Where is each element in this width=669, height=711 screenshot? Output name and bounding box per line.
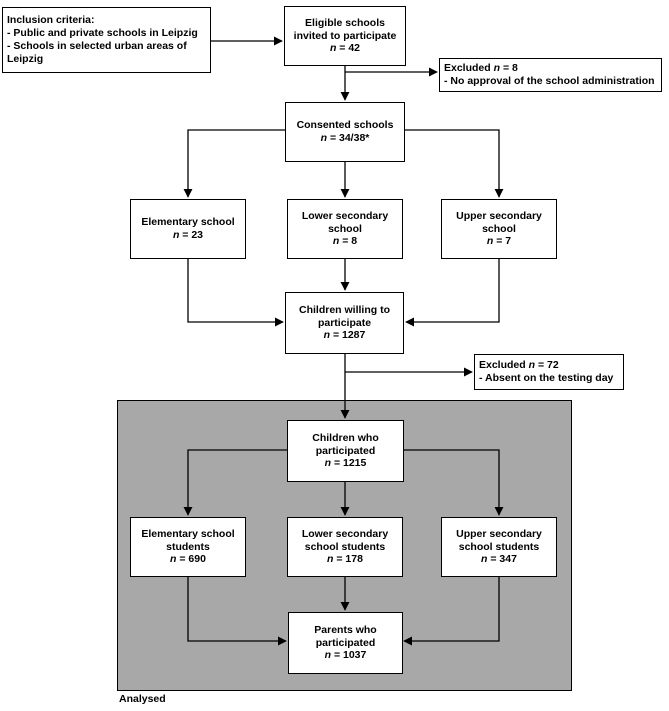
n-symbol: n: [320, 132, 328, 144]
excluded-children-count: Excluded n = 72: [479, 359, 559, 372]
eligible-schools-box: Eligible schools invited to participate …: [284, 6, 406, 66]
n-symbol: n: [332, 235, 340, 248]
eligible-line-1: Eligible schools: [305, 16, 385, 29]
lower-students-line-2: school students: [304, 540, 386, 553]
consented-n: n = 34/38*: [320, 132, 370, 144]
participated-line-2: participated: [315, 444, 376, 457]
upper-secondary-school-box: Upper secondary school n = 7: [441, 199, 557, 259]
inclusion-line-3: Leipzig: [7, 52, 44, 65]
excluded-schools-reason: - No approval of the school administrati…: [444, 75, 655, 87]
lower-school-line-1: Lower secondary: [301, 209, 389, 222]
lower-students-box: Lower secondary school students n = 178: [287, 517, 403, 577]
n-symbol: n: [324, 649, 332, 662]
parents-n: n = 1037: [324, 649, 367, 662]
upper-students-box: Upper secondary school students n = 347: [441, 517, 557, 577]
children-participated-box: Children who participated n = 1215: [287, 420, 404, 482]
parents-line-2: participated: [315, 636, 376, 649]
eligible-n: n = 42: [329, 42, 361, 55]
lower-school-n: n = 8: [332, 235, 358, 248]
elementary-school-box: Elementary school n = 23: [130, 199, 246, 259]
participated-n: n = 1215: [324, 457, 367, 470]
elementary-students-n: n = 690: [170, 553, 206, 566]
elementary-students-line-2: students: [166, 540, 210, 553]
excluded-children-reason: - Absent on the testing day: [479, 372, 614, 384]
n-symbol: n: [486, 235, 494, 248]
willing-n: n = 1287: [323, 329, 366, 342]
excluded-schools-box: Excluded n = 8 - No approval of the scho…: [439, 58, 662, 92]
willing-line-2: participate: [317, 316, 372, 329]
n-symbol: n: [323, 329, 331, 342]
n-symbol: n: [170, 553, 177, 566]
n-symbol: n: [493, 62, 501, 75]
parents-line-1: Parents who: [314, 623, 377, 636]
parents-participated-box: Parents who participated n = 1037: [288, 612, 403, 674]
arrow-consented-to-elementary: [183, 129, 285, 198]
n-symbol: n: [324, 457, 332, 470]
children-willing-box: Children willing to participate n = 1287: [285, 292, 404, 354]
lower-school-line-2: school: [328, 222, 362, 235]
upper-school-n: n = 7: [486, 235, 512, 248]
lower-students-line-1: Lower secondary: [301, 527, 389, 540]
upper-students-line-2: school students: [458, 540, 540, 553]
elementary-school-line-1: Elementary school: [141, 216, 235, 229]
arrow-participated-to-elementary: [183, 449, 287, 516]
inclusion-criteria-box: Inclusion criteria: - Public and private…: [2, 7, 211, 73]
participated-line-1: Children who: [312, 431, 379, 444]
n-symbol: n: [481, 553, 488, 566]
lower-secondary-school-box: Lower secondary school n = 8: [287, 199, 403, 259]
elementary-students-box: Elementary school students n = 690: [130, 517, 246, 577]
arrow-upper-to-willing: [405, 259, 500, 327]
lower-students-n: n = 178: [327, 553, 363, 566]
consented-line-1: Consented schools: [296, 119, 394, 132]
inclusion-title: Inclusion criteria:: [7, 14, 95, 27]
consented-schools-box: Consented schools n = 34/38*: [285, 102, 405, 162]
elementary-students-line-1: Elementary school: [141, 527, 235, 540]
arrow-consented-to-upper: [405, 129, 504, 198]
arrow-elementary-to-willing: [187, 259, 284, 327]
n-symbol: n: [327, 553, 334, 566]
arrow-upper-to-parents: [403, 577, 500, 646]
n-symbol: n: [528, 359, 536, 372]
n-symbol: n: [329, 42, 337, 55]
willing-line-1: Children willing to: [299, 303, 390, 316]
upper-school-line-2: school: [482, 222, 516, 235]
upper-students-n: n = 347: [481, 553, 517, 566]
arrow-elementary-to-parents: [187, 577, 287, 646]
n-symbol: n: [172, 229, 180, 241]
inclusion-line-2: - Schools in selected urban areas of: [7, 40, 187, 52]
arrow-participated-to-upper: [404, 449, 504, 516]
analysed-label: Analysed: [119, 693, 166, 705]
eligible-line-2: invited to participate: [293, 29, 397, 42]
excluded-schools-count: Excluded n = 8: [444, 62, 518, 75]
upper-school-line-1: Upper secondary: [456, 209, 542, 222]
upper-students-line-1: Upper secondary: [456, 527, 542, 540]
inclusion-line-1: - Public and private schools in Leipzig: [7, 27, 198, 40]
excluded-children-box: Excluded n = 72 - Absent on the testing …: [474, 354, 624, 390]
elementary-school-n: n = 23: [172, 229, 204, 241]
